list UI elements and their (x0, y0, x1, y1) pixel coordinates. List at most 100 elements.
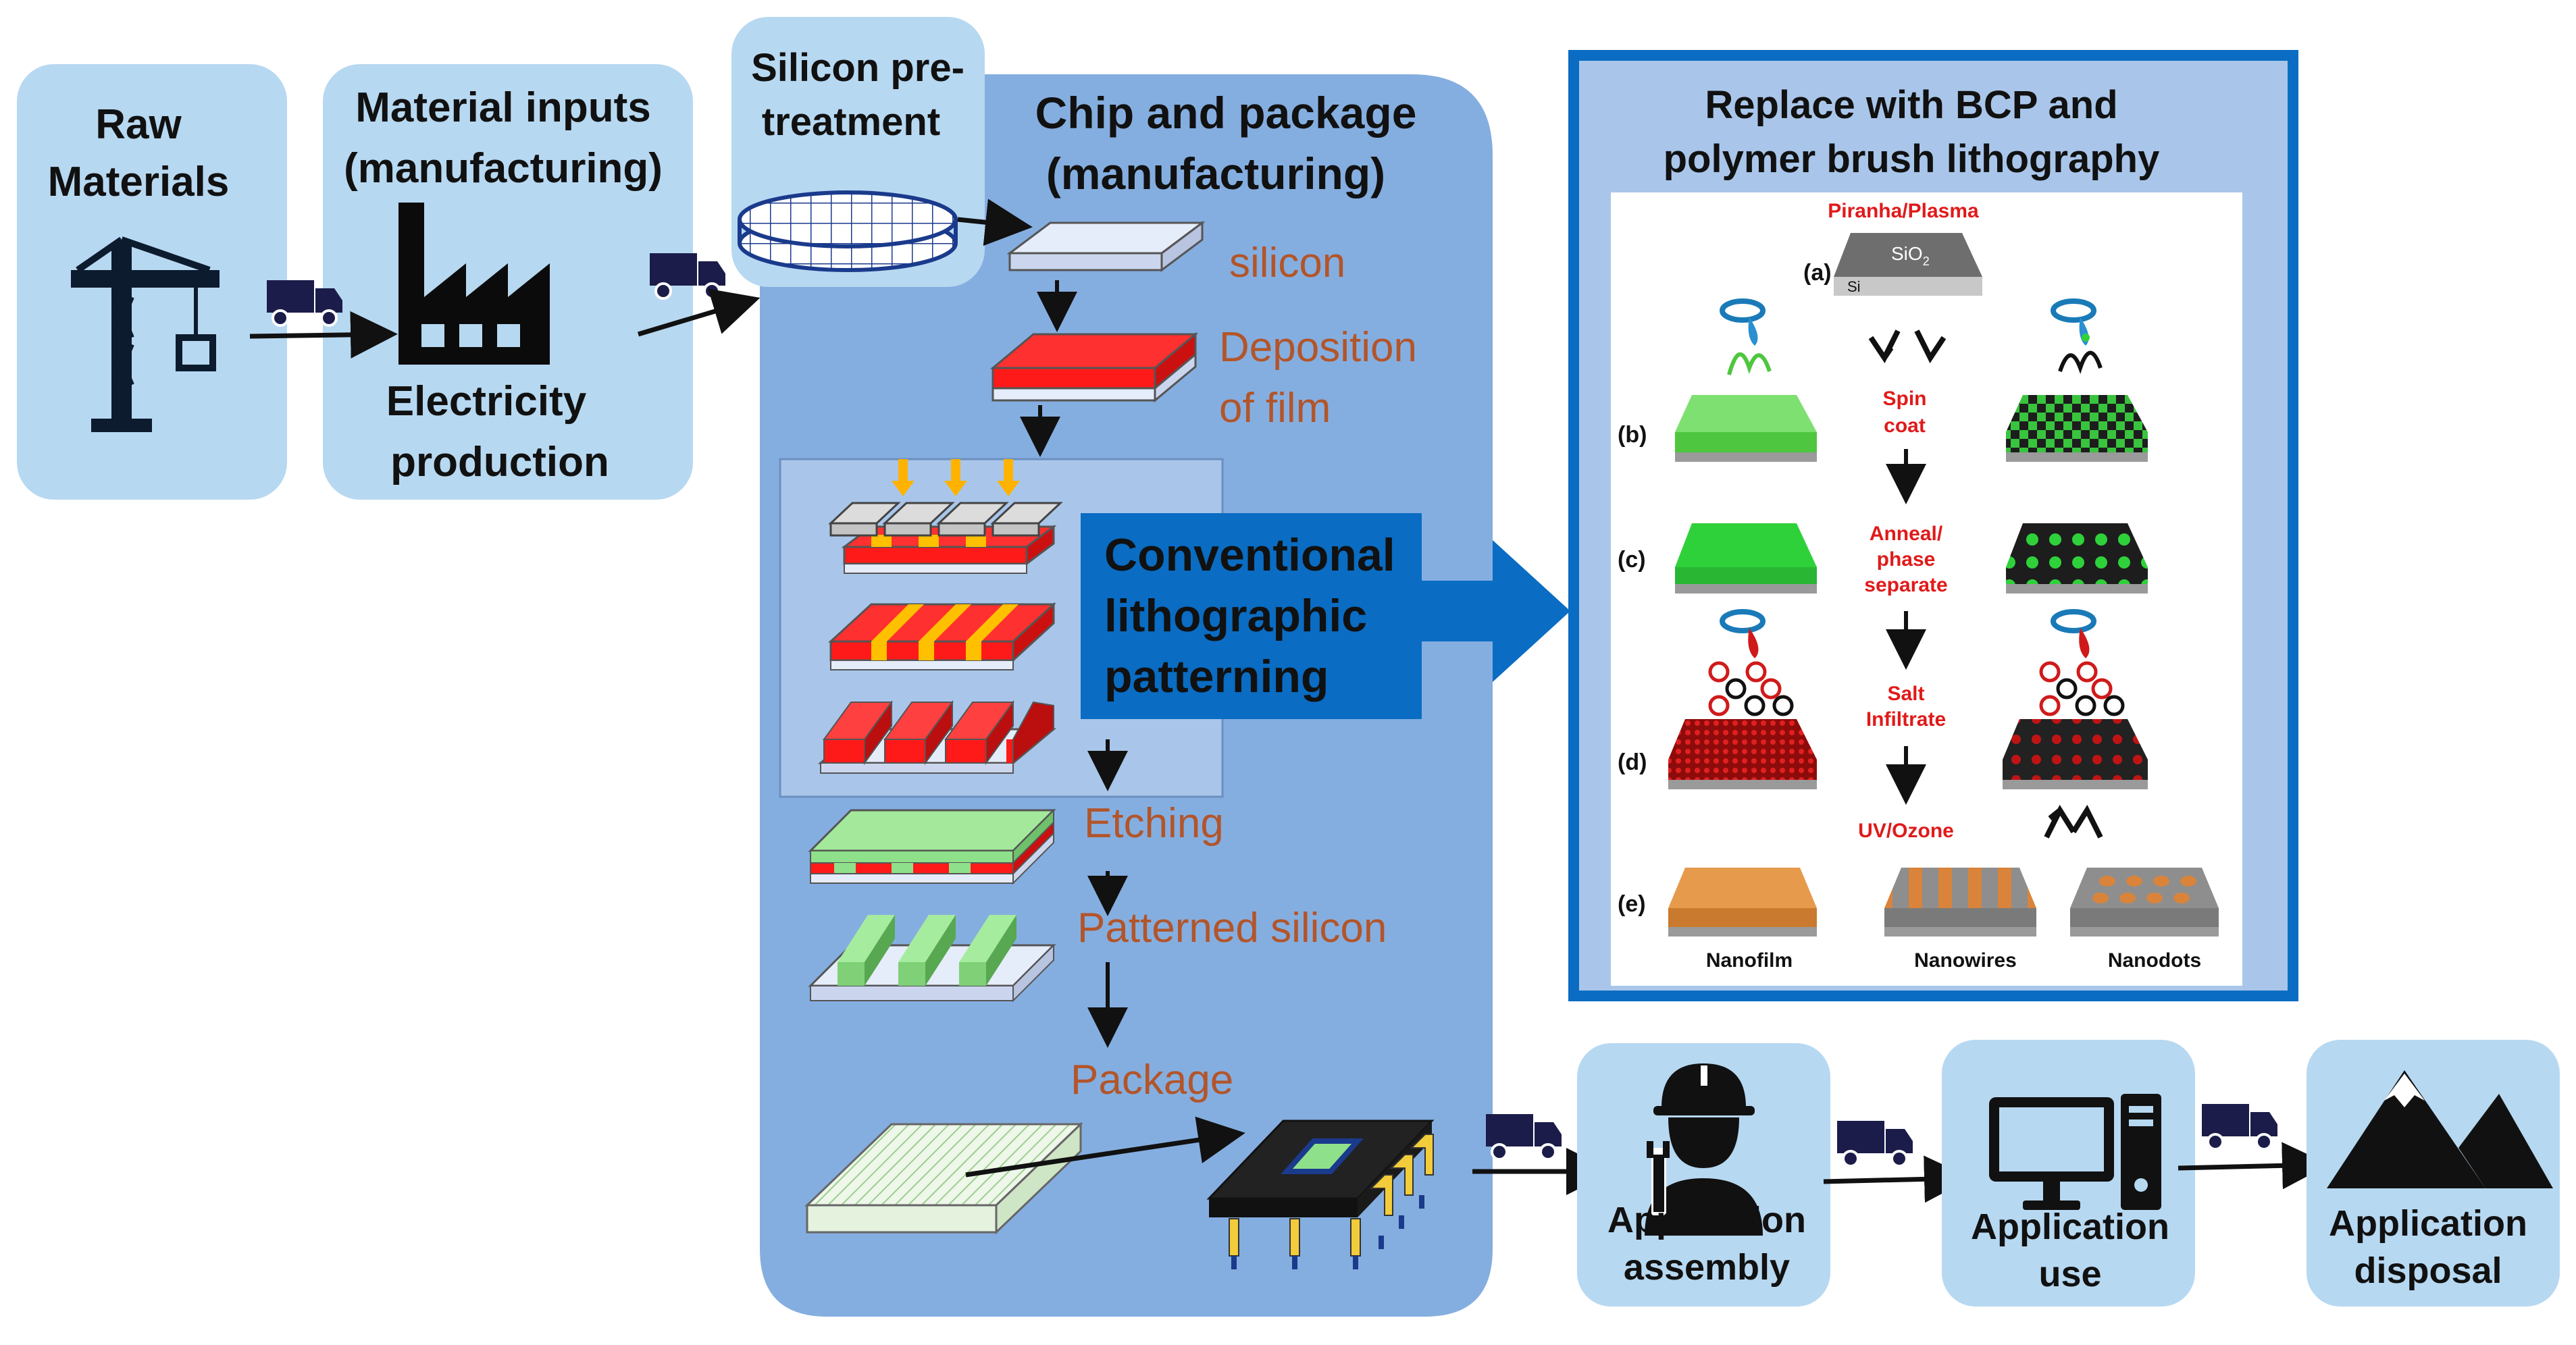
anneal-label-3: separate (1864, 574, 1947, 596)
step-deposition-label-1: Deposition (1219, 324, 1417, 371)
silicon-pretreatment-label-2: treatment (762, 100, 940, 144)
silicon-pretreatment-stage: Silicon pre- treatment (731, 17, 985, 287)
worker-icon (1645, 1063, 1763, 1236)
use-label-2: use (2038, 1254, 2101, 1294)
silicon-wafer-icon (738, 190, 958, 272)
uv-arrows (892, 459, 1020, 496)
salt-film-right (2003, 609, 2148, 789)
piranha-label: Piranha/Plasma (1828, 200, 1979, 222)
step-c-label: (c) (1618, 547, 1646, 573)
assembly-label-1: Application (1607, 1200, 1806, 1240)
arrow-wafer-to-silicon (957, 199, 1033, 246)
salt-label-2: Infiltrate (1866, 708, 1946, 731)
use-label-1: Application (1971, 1207, 2169, 1247)
nanodots-slab (2070, 868, 2219, 937)
chip-package-label-1: Chip and package (1035, 88, 1417, 138)
nanodots-label: Nanodots (2108, 949, 2201, 972)
step-b-label: (b) (1618, 422, 1647, 448)
split-arrow-bottom (2044, 804, 2103, 839)
assembly-label-2: assembly (1624, 1247, 1790, 1288)
bcp-title-2: polymer brush lithography (1664, 137, 2160, 181)
step-silicon-label: silicon (1229, 240, 1345, 286)
conventional-patterning-callout: Conventional lithographic patterning (1081, 513, 1570, 719)
salt-film-left (1668, 609, 1817, 789)
bcp-title-1: Replace with BCP and (1705, 83, 2117, 127)
raw-materials-stage: Raw Materials (17, 64, 287, 500)
silicon-pretreatment-label-1: Silicon pre- (751, 46, 964, 90)
application-disposal-stage: Application disposal (2307, 1040, 2560, 1307)
arrow-assembly-to-use (1823, 1155, 1972, 1203)
electricity-label-1: Electricity (386, 378, 587, 425)
electricity-label-2: production (390, 439, 609, 485)
anneal-film-left (1675, 523, 1817, 594)
ic-chip-icon (1206, 1119, 1435, 1269)
ridges-slab (817, 700, 1057, 774)
step-a-label: (a) (1803, 260, 1832, 286)
raw-materials-label-1: Raw (95, 101, 182, 148)
crane-icon (71, 236, 220, 432)
chip-package-label-2: (manufacturing) (1046, 149, 1385, 199)
anneal-label-2: phase (1877, 548, 1936, 571)
application-use-stage: Application use (1942, 1040, 2195, 1307)
disposal-label-1: Application (2329, 1203, 2527, 1244)
anneal-film-right (2006, 523, 2148, 594)
material-inputs-stage: Material inputs (manufacturing) Electric… (323, 64, 693, 500)
etching-slab (808, 808, 1056, 885)
dropper-icon (2051, 609, 2096, 658)
step-d-label: (d) (1618, 749, 1647, 775)
spin-coat-film-left (1675, 298, 1817, 462)
nanowires-label: Nanowires (1914, 949, 2017, 972)
salt-label-1: Salt (1887, 683, 1924, 705)
nanofilm-label: Nanofilm (1706, 949, 1793, 972)
anneal-label-1: Anneal/ (1870, 523, 1943, 545)
spin-label-1: Spin (1883, 388, 1927, 410)
material-inputs-label-1: Material inputs (355, 84, 651, 131)
sio2-label: SiO2 (1891, 243, 1930, 268)
nanofilm-slab (1668, 868, 1817, 937)
step-deposition-label-2: of film (1219, 385, 1331, 431)
sio2-substrate: SiO2 Si (1834, 233, 1982, 296)
application-assembly-stage: Application assembly (1577, 1043, 1830, 1307)
package-substrate (804, 1122, 1083, 1235)
truck-icon-1 (267, 280, 342, 327)
step-e-label: (e) (1618, 891, 1646, 917)
conventional-label-1: Conventional (1104, 529, 1395, 581)
bcp-lithography-panel: Replace with BCP and polymer brush litho… (1568, 50, 2298, 1001)
arrow-use-to-disposal (2178, 1142, 2329, 1190)
computer-icon (1989, 1094, 2161, 1210)
ions-icon (1708, 661, 1794, 716)
conventional-label-2: lithographic (1104, 590, 1367, 641)
mask-exposure-slab (828, 459, 1063, 574)
arrow-substrate-to-chip (965, 1116, 1245, 1178)
ions-icon (2039, 661, 2125, 716)
mountain-icon (2327, 1070, 2553, 1188)
truck-icon-3 (1486, 1114, 1562, 1161)
developed-slab (828, 602, 1056, 670)
truck-icon-5 (2202, 1104, 2277, 1151)
material-inputs-label-2: (manufacturing) (344, 145, 663, 192)
disposal-label-2: disposal (2354, 1250, 2502, 1291)
truck-icon-2 (650, 253, 725, 300)
si-label: Si (1847, 278, 1861, 295)
patterned-silicon-slab (808, 915, 1056, 1003)
truck-icon-4 (1837, 1121, 1913, 1167)
conventional-label-3: patterning (1104, 651, 1329, 702)
raw-materials-label-2: Materials (48, 159, 230, 205)
dropper-icon (1720, 609, 1766, 658)
factory-icon (398, 203, 550, 365)
dropper-icon (1720, 298, 1766, 346)
nanowires-slab (1884, 868, 2036, 937)
silicon-slab (1006, 221, 1206, 272)
step-etching-label: Etching (1084, 800, 1224, 847)
arrow-raw-to-inputs (249, 311, 398, 359)
dropper-icon (2051, 298, 2096, 346)
deposition-slab (989, 332, 1199, 403)
spin-coat-film-right (2006, 298, 2148, 462)
arrow-inputs-to-chip (637, 288, 761, 337)
spin-label-2: coat (1884, 415, 1926, 437)
step-package-label: Package (1071, 1057, 1233, 1103)
step-patterned-label: Patterned silicon (1077, 905, 1387, 951)
split-arrow-top (1868, 329, 1947, 363)
uv-ozone-label: UV/Ozone (1858, 820, 1954, 842)
